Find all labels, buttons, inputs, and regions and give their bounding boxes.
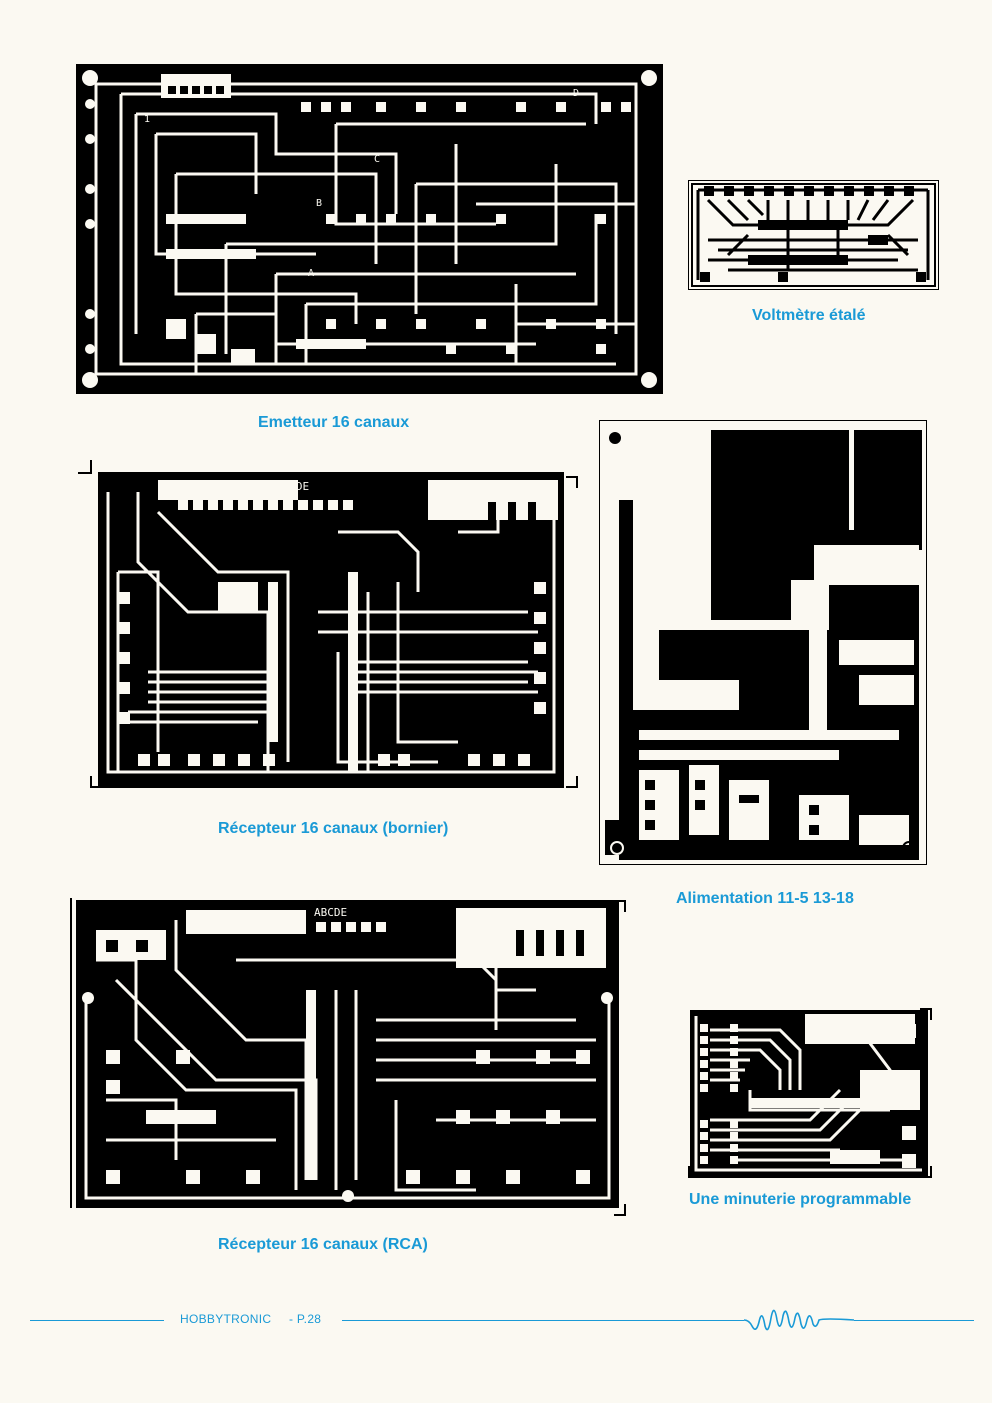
crop-mark [688, 1166, 700, 1178]
pcb-emetteur: ABCDE 1 A B C D [76, 64, 663, 394]
pcb-alimentation [599, 420, 927, 865]
caption-recepteur-bornier: Récepteur 16 canaux (bornier) [218, 820, 449, 837]
footer-rule-left [30, 1320, 164, 1321]
footer-magazine: HOBBYTRONIC [180, 1312, 272, 1326]
crop-mark [920, 1008, 932, 1020]
pin-a-label: A [308, 268, 314, 279]
crop-mark [566, 776, 578, 788]
crop-mark [614, 1204, 626, 1216]
caption-voltmetre: Voltmètre étalé [752, 307, 866, 324]
caption-alimentation: Alimentation 11-5 13-18 [676, 890, 854, 907]
pcb-minuterie [690, 1010, 928, 1178]
abcde-label-rca: ABCDE [314, 906, 347, 919]
pcb-recepteur-bornier: ABCDE [98, 472, 564, 788]
crop-mark [566, 476, 578, 488]
footer-rule-middle [342, 1320, 744, 1321]
abcde-label: ABCDE [167, 74, 197, 85]
crop-mark [70, 898, 80, 1208]
crop-mark [920, 1166, 932, 1178]
crop-mark [614, 900, 626, 912]
abcde-label-bornier: ABCDE [276, 480, 309, 493]
pcb-voltmetre [688, 180, 939, 290]
crop-mark [78, 460, 92, 474]
footer-rule-right [854, 1320, 974, 1321]
crop-mark [90, 776, 102, 788]
caption-recepteur-rca: Récepteur 16 canaux (RCA) [218, 1236, 428, 1253]
pin-b-label: B [316, 198, 322, 209]
footer-page: - P.28 [289, 1312, 322, 1326]
caption-emetteur: Emetteur 16 canaux [258, 414, 410, 431]
pin-c-label: C [374, 154, 380, 165]
pin-d-label: D [573, 88, 579, 99]
wave-logo-icon [743, 1300, 855, 1340]
caption-minuterie: Une minuterie programmable [689, 1191, 912, 1208]
pin-one-label: 1 [144, 114, 150, 125]
pcb-recepteur-rca: ABCDE [76, 900, 619, 1208]
